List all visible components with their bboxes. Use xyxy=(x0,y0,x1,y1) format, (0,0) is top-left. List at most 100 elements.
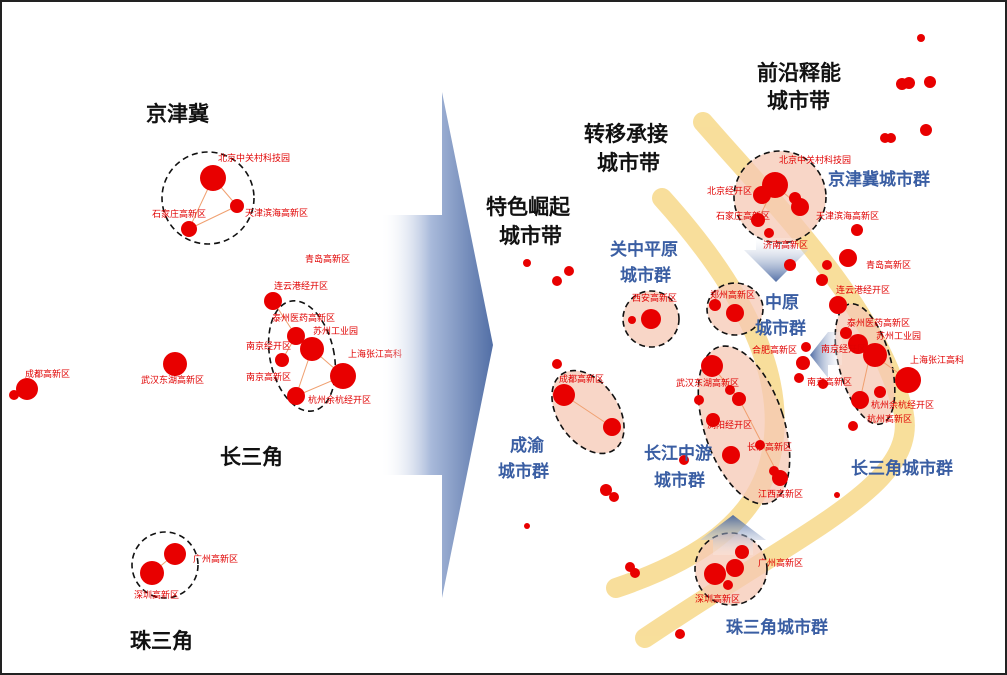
node xyxy=(524,523,530,529)
edge xyxy=(738,398,781,479)
node-label: 泰州医药高新区 xyxy=(847,317,910,329)
node-label: 北京中关村科技园 xyxy=(218,152,290,164)
cluster-label-zsj: 珠三角城市群 xyxy=(726,617,828,638)
node-gz xyxy=(164,543,186,565)
node-label: 苏州工业园 xyxy=(313,325,358,337)
node xyxy=(755,440,765,450)
node xyxy=(903,77,915,89)
node xyxy=(796,356,810,370)
node xyxy=(732,392,746,406)
region-title-csj: 长三角 xyxy=(220,445,283,469)
node-label: 广州高新区 xyxy=(758,557,803,569)
node xyxy=(723,580,733,590)
node-label: 连云港经开区 xyxy=(274,280,328,292)
node-cd-small xyxy=(9,390,19,400)
node-sz xyxy=(300,337,324,361)
node-label: 天津滨海高新区 xyxy=(245,207,308,219)
node xyxy=(523,259,531,267)
cluster-ring-jjj xyxy=(161,151,255,245)
right-node-labels: 北京中关村科技园 北京经开区 石家庄高新区 天津滨海高新区 济南高新区 青岛高新… xyxy=(559,154,964,605)
node xyxy=(764,228,774,238)
cluster-label-csj: 长三角城市群 xyxy=(851,458,953,479)
node xyxy=(822,260,832,270)
node xyxy=(851,391,869,409)
cluster-label-zy-1: 中原 xyxy=(765,292,799,313)
node-wh xyxy=(163,352,187,376)
node-label: 上海张江高科 xyxy=(910,354,964,366)
node xyxy=(834,492,840,498)
node-sh-zj xyxy=(330,363,356,389)
node xyxy=(725,385,735,395)
node xyxy=(794,373,804,383)
edge xyxy=(188,205,238,230)
node xyxy=(675,629,685,639)
node-label: 郑州高新区 xyxy=(710,289,755,301)
node-label: 苏州工业园 xyxy=(876,330,921,342)
node xyxy=(600,484,612,496)
node-label: 成都高新区 xyxy=(559,373,604,385)
node-sz xyxy=(863,343,887,367)
node xyxy=(917,34,925,42)
node xyxy=(679,455,689,465)
transition-arrow xyxy=(380,92,493,598)
belt-label-transfer-2: 城市带 xyxy=(597,151,660,175)
node xyxy=(706,413,720,427)
cluster-ring-zsj xyxy=(131,531,199,599)
node-label: 武汉东湖高新区 xyxy=(141,374,204,386)
node-label: 青岛高新区 xyxy=(866,259,911,271)
belt-labels: 前沿释能 城市带 转移承接 城市带 特色崛起 城市带 xyxy=(486,61,841,248)
cluster-label-cjzy-2: 城市群 xyxy=(654,470,705,491)
node-label: 南京经开区 xyxy=(246,340,291,352)
node-wh xyxy=(701,355,723,377)
node-tz xyxy=(287,327,305,345)
node-label: 南京高新区 xyxy=(807,376,852,388)
node xyxy=(564,266,574,276)
cluster-label-gzpy-1: 关中平原 xyxy=(610,239,678,260)
cluster-label-zy-2: 城市群 xyxy=(755,318,806,339)
node-label: 广州高新区 xyxy=(193,553,238,565)
cluster-label-jjj: 京津冀城市群 xyxy=(828,169,930,190)
node-szn xyxy=(140,561,164,585)
cluster-label-cy-2: 城市群 xyxy=(498,461,549,482)
node-label: 天津滨海高新区 xyxy=(816,210,879,222)
cluster-labels: 京津冀城市群 关中平原 城市群 中原 城市群 成渝 城市群 长江中游 城市群 长… xyxy=(498,169,953,638)
node-label: 浏阳经开区 xyxy=(707,419,752,431)
node xyxy=(840,327,852,339)
node xyxy=(628,316,636,324)
node-bj-zgc xyxy=(200,165,226,191)
node-label: 泰州医药高新区 xyxy=(272,312,335,324)
left-panel: 京津冀 长三角 珠三角 xyxy=(9,102,402,653)
node-zz xyxy=(726,304,744,322)
cluster-label-gzpy-2: 城市群 xyxy=(620,265,671,286)
node xyxy=(694,395,704,405)
node-label: 石家庄高新区 xyxy=(152,208,206,220)
right-nodes xyxy=(523,34,936,639)
node-sh-zj xyxy=(895,367,921,393)
node-label: 深圳高新区 xyxy=(134,589,179,601)
arrow-up-zsj xyxy=(700,515,766,555)
node xyxy=(603,418,621,436)
node xyxy=(726,559,744,577)
node-xa xyxy=(641,309,661,329)
node-label: 连云港经开区 xyxy=(836,284,890,296)
node xyxy=(630,568,640,578)
node xyxy=(829,296,847,314)
node-label: 南京经开区 xyxy=(821,343,866,355)
node xyxy=(552,359,562,369)
node xyxy=(848,421,858,431)
node-label: 江西高新区 xyxy=(758,488,803,500)
arrow-left-csj xyxy=(810,332,842,378)
left-node-labels: 北京中关村科技园 石家庄高新区 天津滨海高新区 青岛高新区 连云港经开区 泰州医… xyxy=(25,152,402,601)
node-label: 西安高新区 xyxy=(632,292,677,304)
node-szn xyxy=(704,563,726,585)
node-gz xyxy=(735,545,749,559)
node-nj-jk xyxy=(275,353,289,367)
node xyxy=(839,249,857,267)
cluster-cjzy xyxy=(697,345,791,505)
right-panel: 前沿释能 城市带 转移承接 城市带 特色崛起 城市带 xyxy=(486,34,964,648)
cluster-ring-csj xyxy=(267,300,337,412)
node xyxy=(753,186,771,204)
node xyxy=(784,259,796,271)
